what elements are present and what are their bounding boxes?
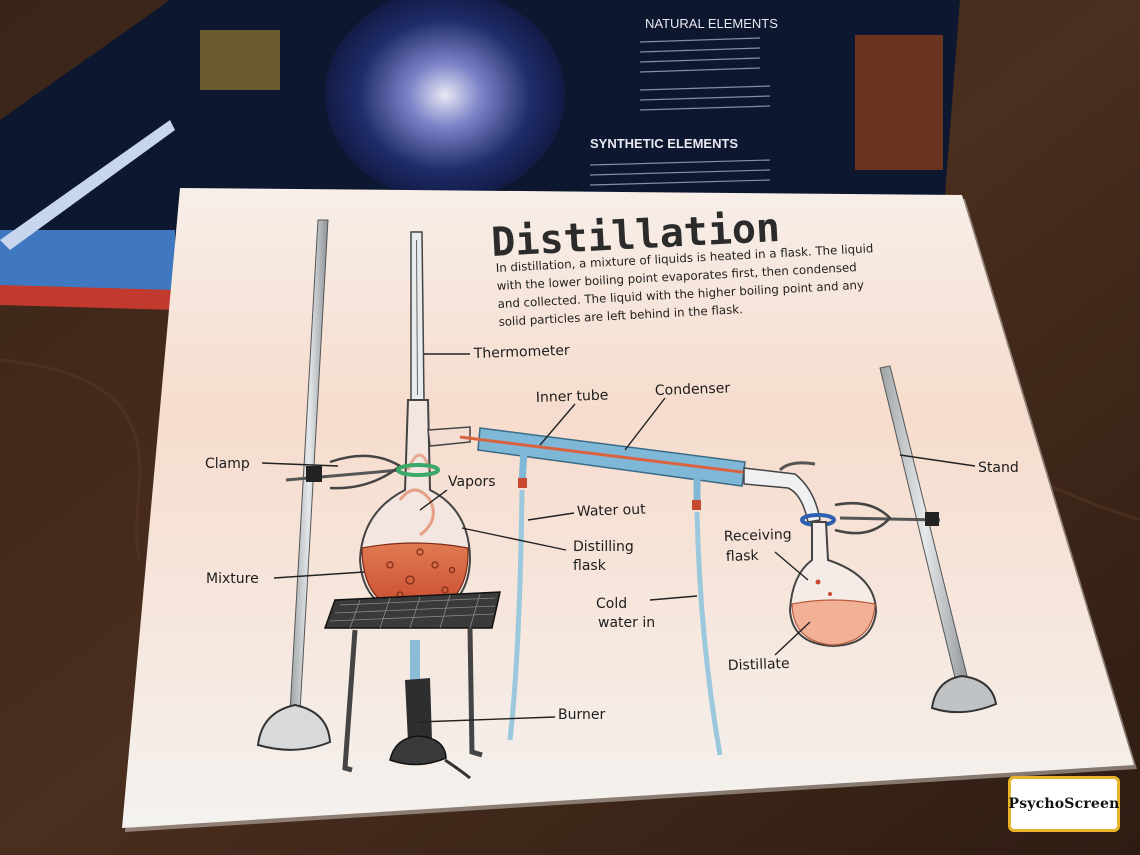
burner [389, 640, 471, 780]
label-clamp: Clamp [205, 456, 250, 472]
vapors [398, 488, 435, 537]
label-water-out: Water out [577, 502, 647, 520]
label-thermometer: Thermometer [473, 343, 571, 362]
watermark-logo: PsychoScreen [1008, 776, 1120, 832]
tripod-stand [323, 591, 501, 773]
label-receiving-flask: Receiving [724, 527, 792, 545]
watermark-text: PsychoScreen [1008, 796, 1120, 812]
poster [122, 188, 1137, 832]
label-receiving-flask-line2: flask [726, 548, 760, 565]
leader-lines [261, 353, 976, 723]
receiving-flask [788, 521, 878, 648]
water-out-hose [507, 489, 525, 741]
label-cold-water-in: Cold [596, 596, 627, 612]
poster-paper [122, 188, 1134, 828]
water-in-joint [692, 500, 701, 510]
distillate-liquid [791, 599, 876, 646]
book-heading-synthetic: SYNTHETIC ELEMENTS [590, 136, 738, 151]
label-inner-tube: Inner tube [536, 387, 609, 406]
thermometer [410, 231, 425, 401]
label-distilling-flask: Distilling [573, 539, 634, 555]
burner-flame [410, 640, 420, 680]
nebula-image [325, 0, 565, 200]
cold-water-hose [694, 511, 723, 756]
label-stand: Stand [978, 460, 1019, 476]
label-vapors: Vapors [448, 474, 496, 490]
condenser [459, 427, 821, 756]
left-clamp [285, 454, 440, 490]
label-distillate: Distillate [728, 656, 790, 674]
inner-tube [459, 435, 791, 480]
label-mixture: Mixture [206, 571, 259, 587]
right-stand [800, 365, 998, 714]
label-condenser: Condenser [655, 380, 731, 399]
label-cold-water-in-line2: water in [598, 615, 655, 631]
book-heading-natural: NATURAL ELEMENTS [645, 16, 778, 31]
label-burner: Burner [558, 707, 605, 723]
water-out-joint [518, 478, 527, 488]
book-photo [855, 35, 943, 170]
label-distilling-flask-line2: flask [573, 558, 607, 574]
clamp-ring [396, 463, 440, 477]
